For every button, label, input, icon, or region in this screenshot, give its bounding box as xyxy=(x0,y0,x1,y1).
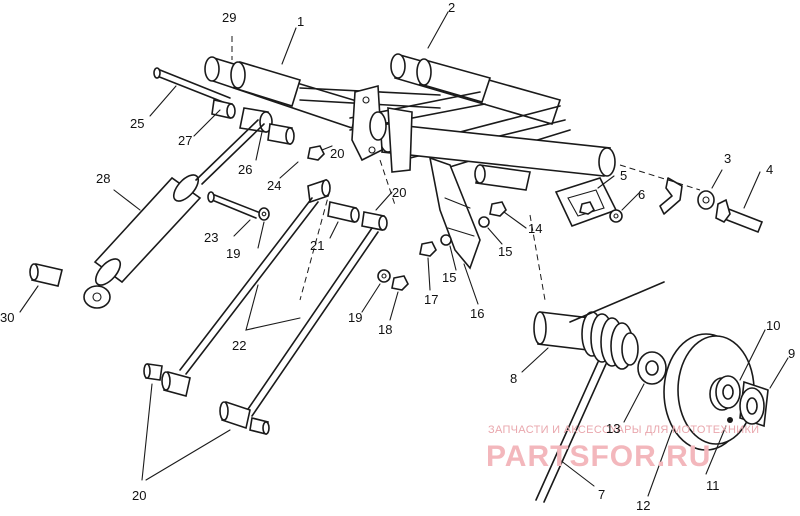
label-5: 5 xyxy=(620,168,627,183)
label-1: 1 xyxy=(297,14,304,29)
bushing-30 xyxy=(29,263,63,287)
label-17: 17 xyxy=(424,292,438,307)
label-27: 27 xyxy=(178,133,192,148)
label-30: 30 xyxy=(0,310,14,325)
shock-absorber-28 xyxy=(83,119,265,309)
leader-20-lower xyxy=(141,383,231,481)
mounting-plates xyxy=(351,84,413,173)
label-15b: 15 xyxy=(498,244,512,259)
label-20a: 20 xyxy=(330,146,344,161)
label-19b: 19 xyxy=(348,310,362,325)
spacer-9 xyxy=(739,380,769,428)
label-12: 12 xyxy=(636,498,650,513)
washer-13 xyxy=(637,351,667,385)
label-16: 16 xyxy=(470,306,484,321)
cross-shaft-1 xyxy=(204,56,362,130)
label-4: 4 xyxy=(766,162,773,177)
label-13: 13 xyxy=(606,421,620,436)
watermark-top-text: ЗАПЧАСТИ И АКСЕССУАРЫ ДЛЯ МОТОТЕХНИКИ xyxy=(488,424,759,436)
centerlines xyxy=(231,36,701,301)
label-8: 8 xyxy=(510,371,517,386)
label-22: 22 xyxy=(232,338,246,353)
bushing-20b xyxy=(361,211,388,231)
bolt-14 xyxy=(489,201,507,217)
clip-3 xyxy=(659,177,683,215)
label-28: 28 xyxy=(96,171,110,186)
bearing-10 xyxy=(715,375,741,409)
label-18: 18 xyxy=(378,322,392,337)
label-24: 24 xyxy=(267,178,281,193)
bushing-20c xyxy=(143,363,191,397)
label-3: 3 xyxy=(724,151,731,166)
bushing-26 xyxy=(239,107,295,145)
watermark-logo: PARTSFOR.RU xyxy=(486,440,711,473)
label-20b: 20 xyxy=(392,185,406,200)
label-9: 9 xyxy=(788,346,795,361)
bushing-20a xyxy=(307,178,331,204)
nut-17 xyxy=(419,241,437,257)
bolt-4 xyxy=(715,198,764,234)
nut-18 xyxy=(391,275,409,291)
leader-lines xyxy=(19,11,789,497)
washer-15 xyxy=(440,216,490,246)
label-14: 14 xyxy=(528,221,542,236)
washer-6 xyxy=(609,209,623,223)
label-10: 10 xyxy=(766,318,780,333)
label-7: 7 xyxy=(598,487,605,502)
watermark: ЗАПЧАСТИ И АКСЕССУАРЫ ДЛЯ МОТОТЕХНИКИ PA… xyxy=(486,424,759,473)
strap-16 xyxy=(428,156,481,270)
label-21: 21 xyxy=(310,238,324,253)
label-29: 29 xyxy=(222,10,236,25)
bushing-20d xyxy=(219,400,270,435)
bracket-5 xyxy=(554,177,618,228)
washer-19a xyxy=(258,207,270,221)
bolt-23 xyxy=(207,191,259,219)
label-2: 2 xyxy=(448,0,455,15)
label-26: 26 xyxy=(238,162,252,177)
label-19a: 19 xyxy=(226,246,240,261)
nut-24 xyxy=(307,145,325,161)
label-6: 6 xyxy=(638,187,645,202)
washer-19b xyxy=(377,269,391,283)
label-25: 25 xyxy=(130,116,144,131)
torsion-spring-8 xyxy=(533,281,665,503)
cross-shaft-2 xyxy=(390,53,562,125)
bushing-21 xyxy=(327,201,360,223)
washer-3 xyxy=(697,190,715,210)
control-rods-22 xyxy=(179,197,379,417)
bolt-11 xyxy=(727,417,733,423)
label-15a: 15 xyxy=(442,270,456,285)
bolt-25 xyxy=(153,67,231,105)
label-11: 11 xyxy=(706,478,720,493)
label-20c: 20 xyxy=(132,488,146,503)
label-23: 23 xyxy=(204,230,218,245)
